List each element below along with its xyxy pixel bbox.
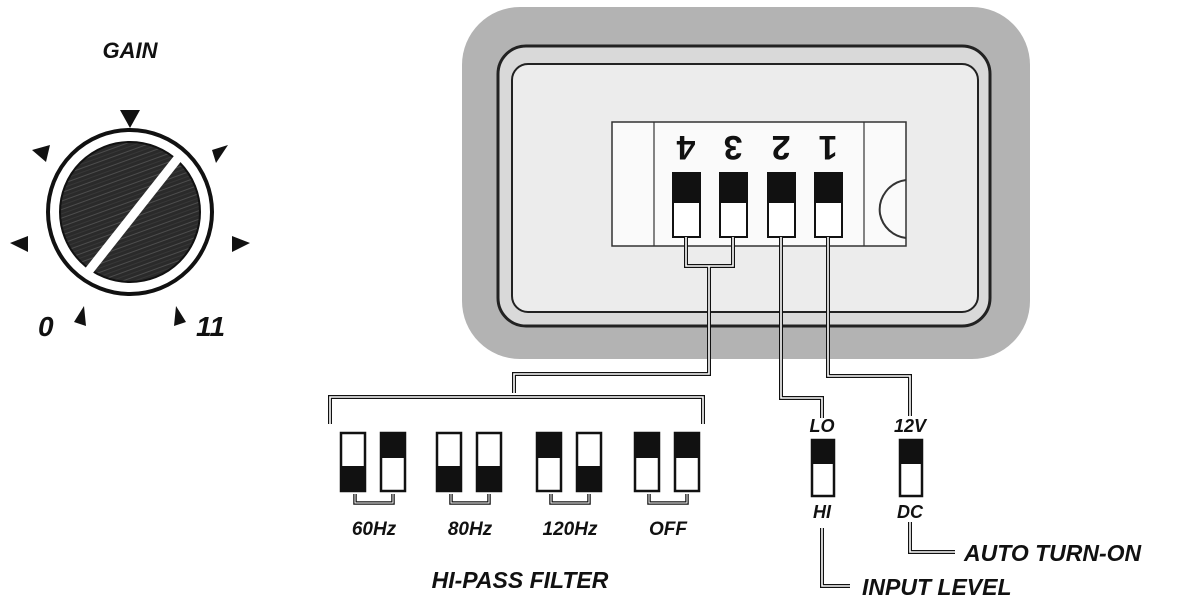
filter-label-off: OFF: [649, 519, 688, 540]
filter-label-60hz: 60Hz: [352, 519, 397, 540]
auto-turn-on-12v-label: 12V: [894, 416, 928, 436]
connector-lines-inner: [329, 237, 955, 587]
knob-pointer: [84, 155, 182, 275]
tick-max-icon: [174, 306, 186, 326]
hi-pass-filter-title: HI-PASS FILTER: [432, 567, 609, 593]
tick-min-icon: [74, 306, 86, 326]
auto-turn-on-dc-label: DC: [897, 502, 924, 522]
dip-switch-1[interactable]: [814, 172, 843, 238]
gain-knob[interactable]: [46, 128, 214, 296]
gain-min-label: 0: [38, 311, 54, 342]
input-level-switch[interactable]: [810, 438, 836, 498]
filter-option-80hz[interactable]: 80Hz: [435, 431, 503, 540]
filter-option-60hz[interactable]: 60Hz: [339, 431, 407, 540]
switch-number-1: 1: [819, 128, 838, 166]
input-level-hi-label: HI: [813, 502, 832, 522]
switch-panel: 4 3 2 1: [462, 7, 1030, 359]
tick-right-icon: [232, 236, 250, 252]
dip-switch-2[interactable]: [767, 172, 796, 238]
tick-upper-right-icon: [212, 145, 228, 163]
gain-tick-marks: [10, 110, 250, 326]
dip-block-body: [611, 121, 907, 247]
dip-switch-numbers: 4 3 2 1: [676, 128, 837, 166]
input-level-title: INPUT LEVEL: [862, 574, 1012, 600]
filter-label-120hz: 120Hz: [543, 519, 598, 540]
gain-knob-group: GAIN 0 11: [10, 38, 250, 342]
gain-max-label: 11: [196, 311, 225, 342]
tick-upper-left-icon: [32, 145, 50, 162]
tick-top-icon: [120, 110, 140, 128]
dip-switch-3[interactable]: [719, 172, 748, 238]
input-level-group: LO HI INPUT LEVEL: [810, 416, 1012, 600]
dip-switch-block: [611, 121, 907, 247]
auto-turn-on-switch[interactable]: [898, 438, 924, 498]
hi-pass-filter-group: 60Hz 80Hz 120Hz: [339, 431, 701, 593]
gain-title: GAIN: [103, 38, 159, 63]
filter-option-off[interactable]: OFF: [633, 431, 701, 540]
panel-screw-arc: [878, 179, 907, 239]
switch-number-4: 4: [676, 128, 695, 166]
dip-switch-4[interactable]: [672, 172, 701, 238]
filter-label-80hz: 80Hz: [448, 519, 493, 540]
switch-number-2: 2: [772, 128, 791, 166]
auto-turn-on-group: 12V DC AUTO TURN-ON: [894, 416, 1142, 566]
auto-turn-on-title: AUTO TURN-ON: [963, 540, 1142, 566]
input-level-lo-label: LO: [810, 416, 835, 436]
switch-number-3: 3: [724, 128, 743, 166]
filter-option-120hz[interactable]: 120Hz: [535, 431, 603, 540]
tick-left-icon: [10, 236, 28, 252]
